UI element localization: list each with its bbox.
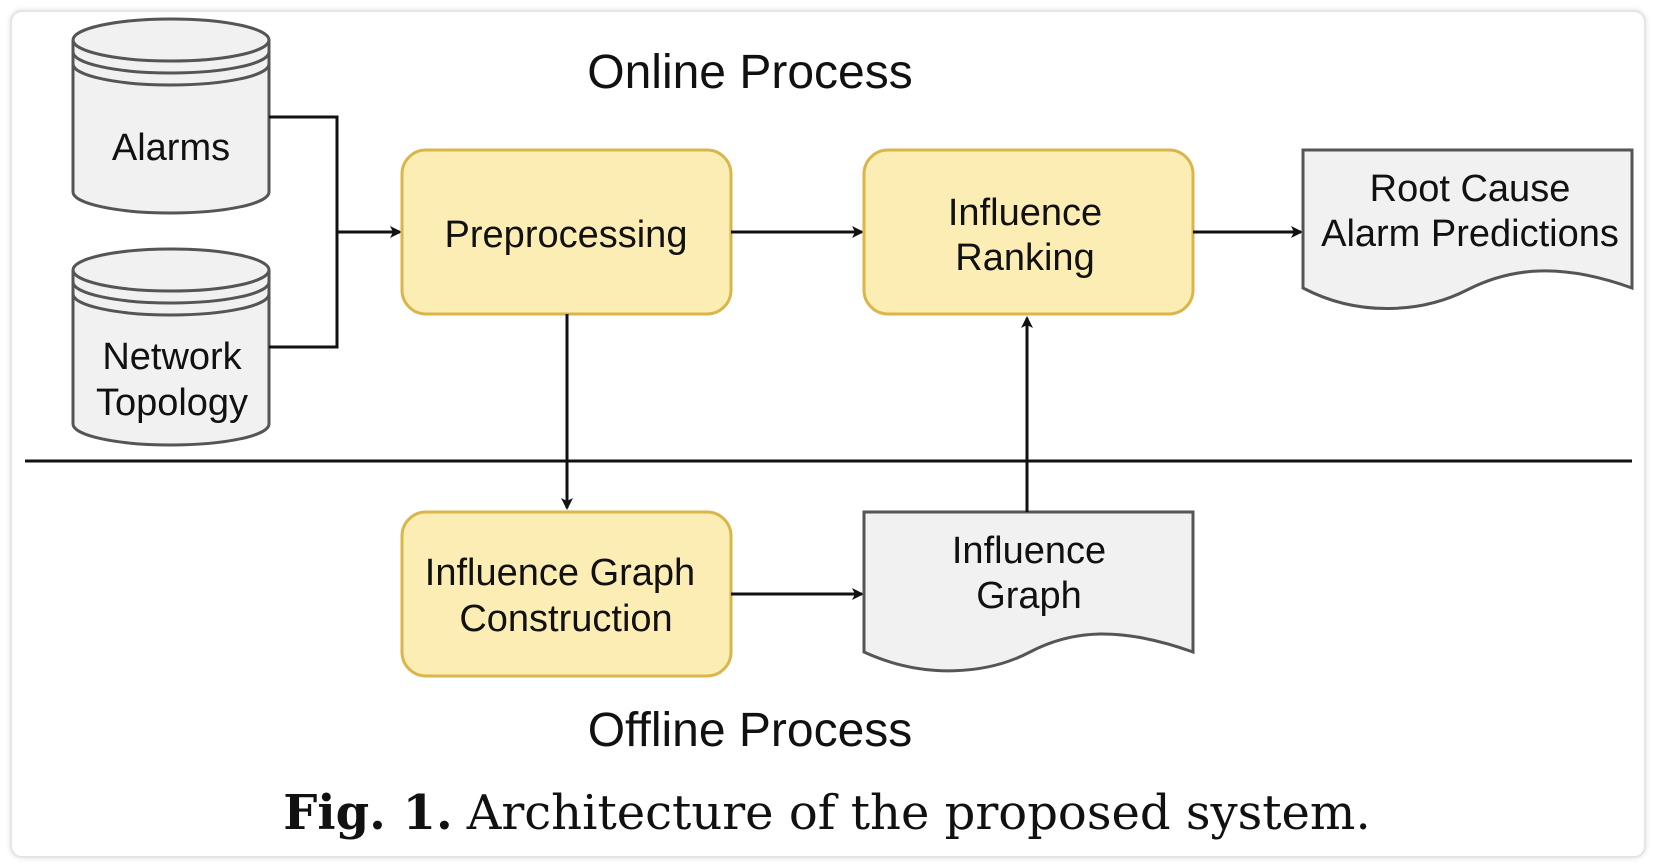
influence-graph-label-line1: Influence	[952, 530, 1106, 572]
influence-ranking-label-line1: Influence	[948, 192, 1102, 234]
figure-caption-text: Architecture of the proposed system.	[466, 785, 1371, 841]
root-cause-label-line2: Alarm Predictions	[1321, 213, 1619, 255]
figure-caption-label: Fig. 1.	[283, 785, 453, 841]
online-process-title: Online Process	[587, 46, 912, 99]
influence-graph-construction-node: Influence Graph Construction	[400, 510, 733, 678]
alarms-label: Alarms	[112, 127, 230, 169]
preprocessing-node: Preprocessing	[400, 148, 733, 316]
influence-ranking-label-line2: Ranking	[955, 237, 1094, 279]
influence-graph-document-node: Influence Graph	[862, 510, 1195, 673]
root-cause-document-shape	[1301, 148, 1634, 310]
alarms-connector	[269, 115, 339, 232]
figure-caption: Fig. 1.Architecture of the proposed syst…	[0, 785, 1654, 841]
alarms-cylinder-ring	[71, 51, 271, 87]
root-cause-predictions-node: Root Cause Alarm Predictions	[1301, 148, 1634, 310]
topology-connector	[269, 232, 339, 349]
network-topology-cylinder-top	[71, 247, 271, 293]
alarms-database-node: Alarms	[71, 17, 271, 215]
influence-graph-construction-label-line2: Construction	[459, 598, 672, 640]
network-topology-cylinder-ring	[71, 281, 271, 317]
influence-graph-construction-box	[400, 510, 733, 678]
influence-ranking-node: Influence Ranking	[862, 148, 1195, 316]
network-topology-database-node: Network Topology	[71, 247, 271, 447]
network-topology-label-line1: Network	[102, 336, 242, 378]
alarms-cylinder-top	[71, 17, 271, 63]
influence-graph-construction-label-line1: Influence Graph	[425, 552, 695, 594]
offline-process-title: Offline Process	[588, 704, 913, 757]
preprocessing-label: Preprocessing	[445, 214, 688, 256]
network-topology-label-line2: Topology	[96, 382, 248, 424]
root-cause-label-line1: Root Cause	[1370, 168, 1571, 210]
influence-graph-document-shape	[862, 510, 1195, 673]
influence-graph-label-line2: Graph	[976, 575, 1082, 617]
